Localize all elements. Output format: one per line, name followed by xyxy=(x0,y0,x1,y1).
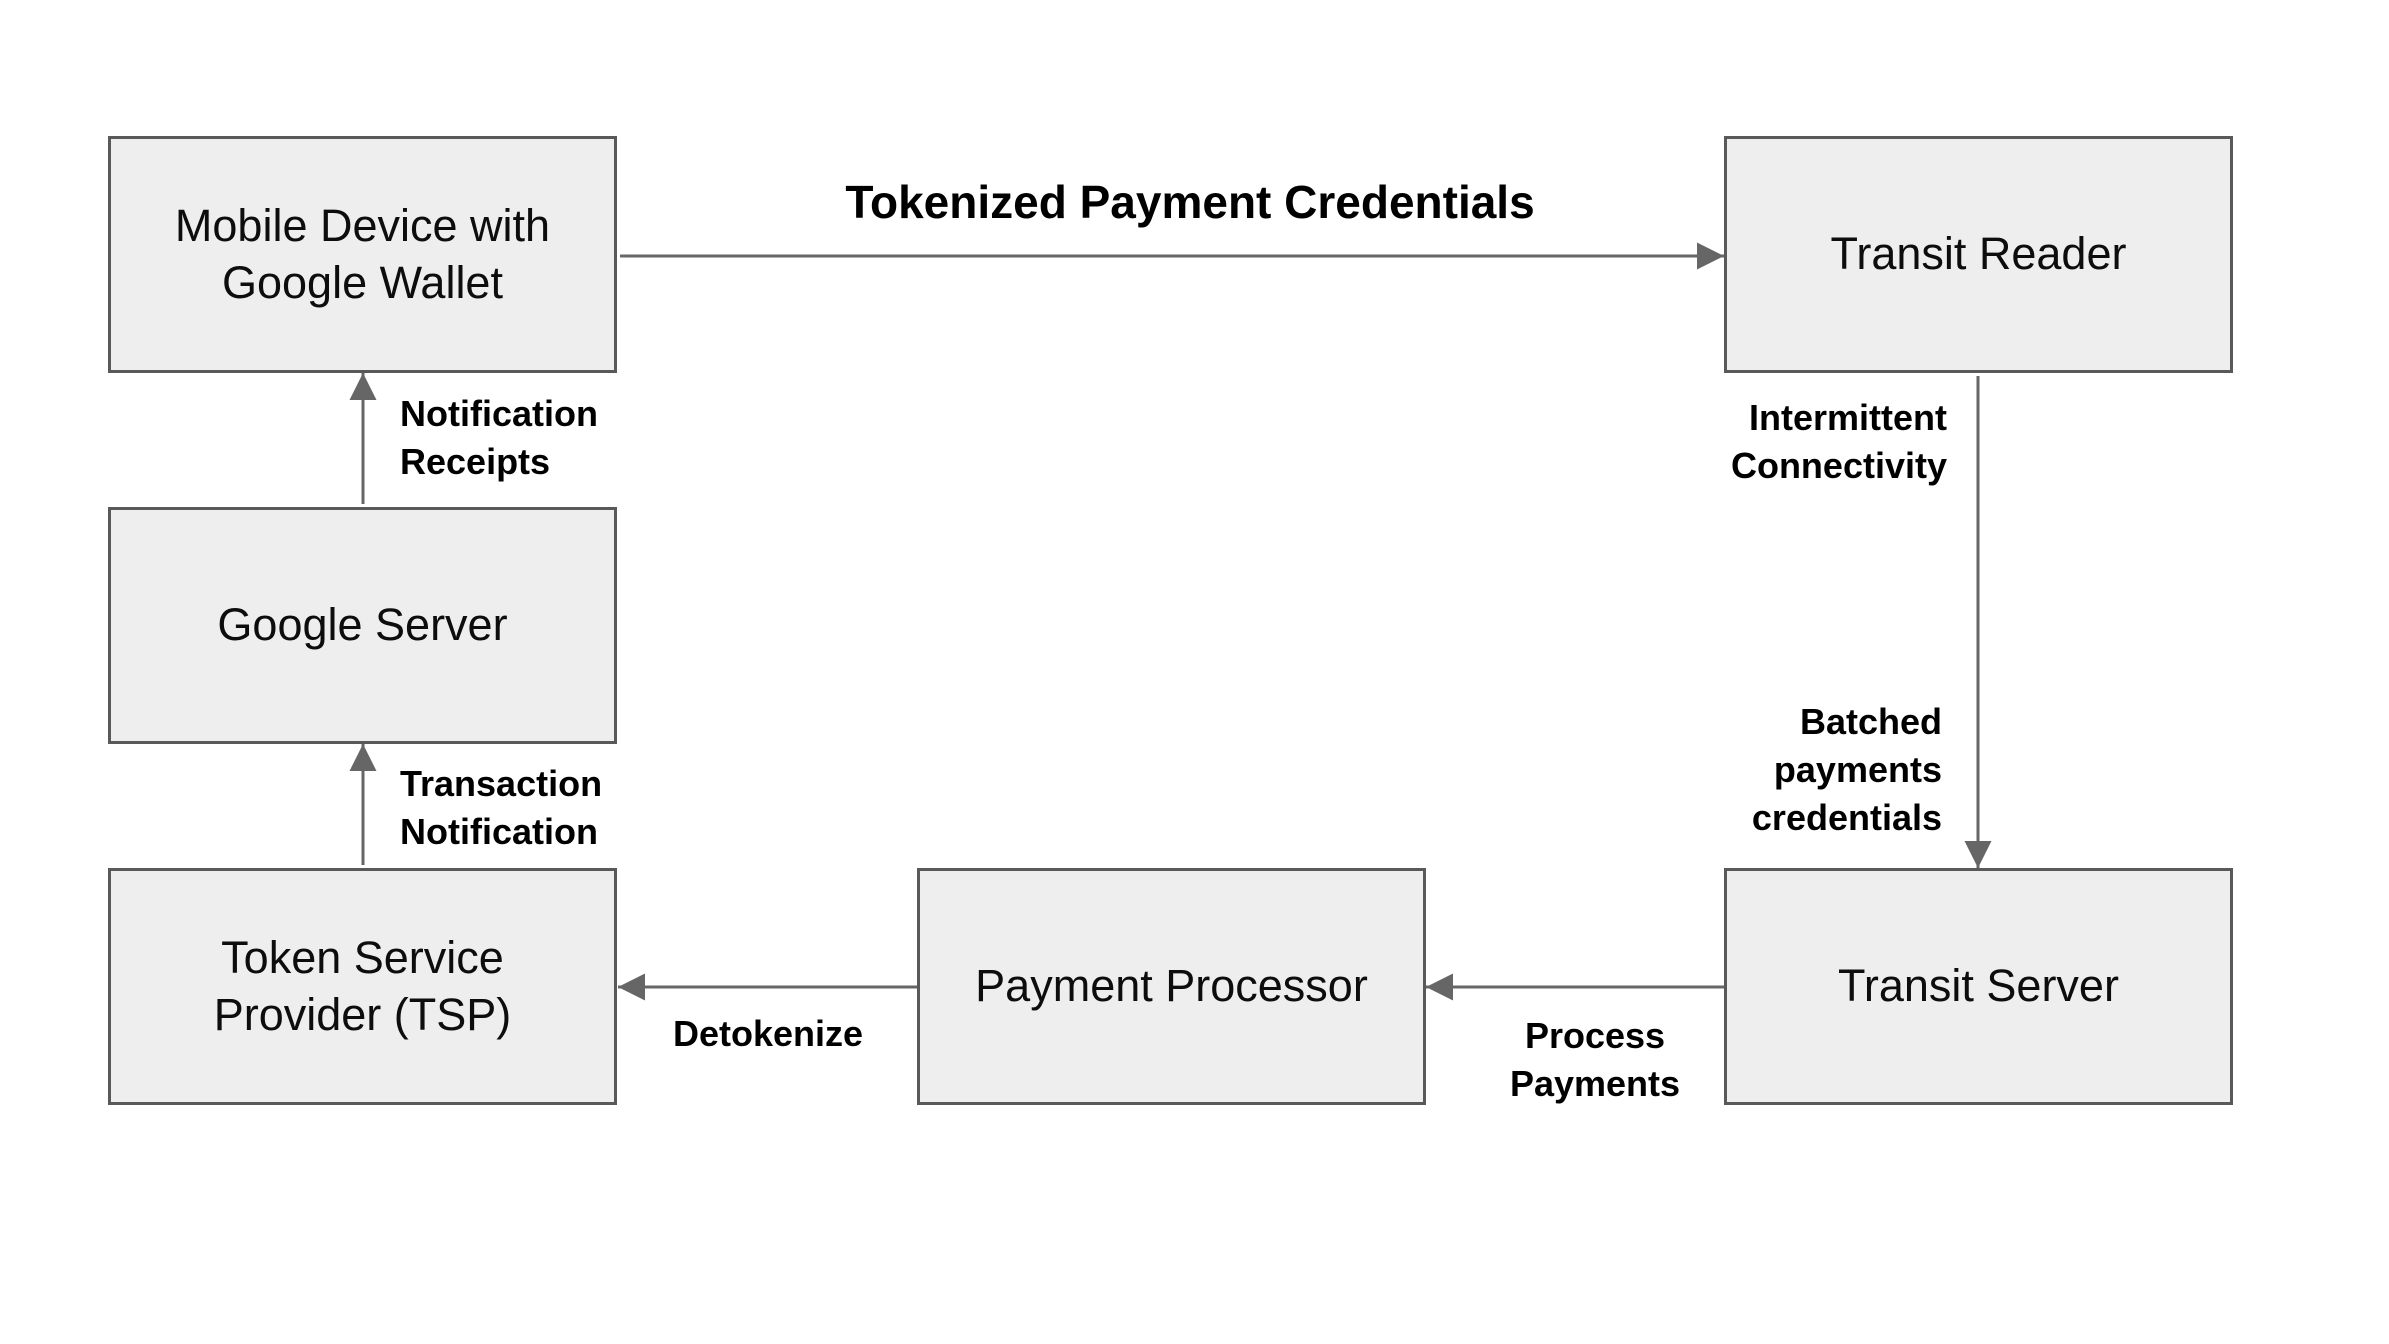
node-payment-processor: Payment Processor xyxy=(917,868,1426,1105)
node-label-google-server: Google Server xyxy=(217,599,508,651)
node-transit-server: Transit Server xyxy=(1724,868,2233,1105)
node-label-transit-reader: Transit Reader xyxy=(1830,228,2127,280)
edge-label-intermittent-connectivity: Intermittent Connectivity xyxy=(1730,397,1947,486)
node-label-payment-processor: Payment Processor xyxy=(975,960,1368,1012)
edge-label-batched-payments-credentials: Batched payments credentials xyxy=(1751,701,1942,838)
edge-label-process-payments: Process Payments xyxy=(1509,1015,1681,1104)
edge-label-tokenized-payment-credentials: Tokenized Payment Credentials xyxy=(845,176,1535,228)
node-mobile-device-google-wallet: Mobile Device with Google Wallet xyxy=(108,136,617,373)
node-label-token-service-provider: Token Service Provider (TSP) xyxy=(213,932,512,1040)
edge-label-transaction-notification: Transaction Notification xyxy=(400,763,603,852)
node-label-transit-server: Transit Server xyxy=(1838,960,2119,1012)
node-token-service-provider: Token Service Provider (TSP) xyxy=(108,868,617,1105)
edge-label-detokenize: Detokenize xyxy=(672,1013,864,1054)
edge-label-notification-receipts: Notification Receipts xyxy=(400,393,598,482)
node-label-mobile-device-google-wallet: Mobile Device with Google Wallet xyxy=(174,200,551,308)
node-google-server: Google Server xyxy=(108,507,617,744)
node-transit-reader: Transit Reader xyxy=(1724,136,2233,373)
